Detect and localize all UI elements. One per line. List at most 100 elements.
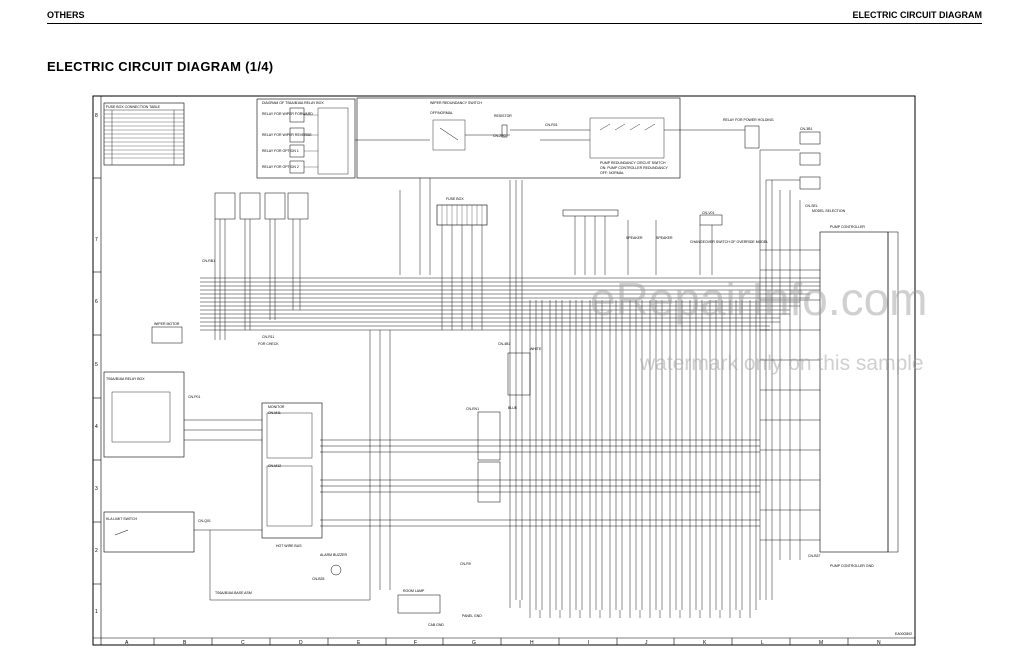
grid-row-label: 8 [95, 113, 98, 119]
svg-text:TS6A/B16A RELAY BOX: TS6A/B16A RELAY BOX [106, 377, 145, 381]
svg-text:CHANGEOVER SWITCH OF OVERRIDE: CHANGEOVER SWITCH OF OVERRIDE MODEL [690, 240, 768, 244]
grid-column-label: J [645, 640, 648, 646]
svg-text:BLUE: BLUE [508, 406, 518, 410]
pump-controller: PUMP CONTROLLER PUMP CONTROLLER GND [819, 225, 899, 568]
header-rule [47, 23, 982, 24]
alarm-buzzer: ALARM BUZZER [320, 553, 348, 576]
monitor: MONITOR HOT WIRE BUS [261, 402, 323, 548]
grid-row-label: 5 [95, 362, 98, 368]
speaker-group: SPEAKER SPEAKER CHANGEOVER SWITCH OF OVE… [562, 209, 768, 244]
grid-column-label: E [357, 640, 361, 646]
grid-column-label: K [703, 640, 707, 646]
wiper-motor: WIPER MOTOR [151, 322, 183, 344]
wiper-redundancy-switch: WIPER REDUNDANCY SWITCH OFF/NORMAL [430, 101, 482, 151]
figure-number: EA00G892 [895, 632, 912, 636]
svg-text:RELAY FOR POWER HOLDING: RELAY FOR POWER HOLDING [723, 118, 774, 122]
resistor: RESISTOR [494, 114, 512, 138]
connector-white: WHITE [507, 347, 542, 396]
relay-group [214, 192, 309, 220]
page-title: ELECTRIC CIRCUIT DIAGRAM (1/4) [47, 59, 274, 74]
for-check-label: FOR CHECK [258, 342, 279, 346]
svg-text:RELAY FOR WIPER REVERSE: RELAY FOR WIPER REVERSE [262, 133, 312, 137]
svg-text:CAB GND: CAB GND [428, 623, 444, 627]
relay-box-diagram: DIAGRAM OF TS6A/B16A RELAY BOX RELAY FOR… [256, 98, 356, 179]
svg-text:WIPER MOTOR: WIPER MOTOR [154, 322, 180, 326]
svg-text:ON: PUMP CONTROLLER REDUNDANCY: ON: PUMP CONTROLLER REDUNDANCY [600, 166, 668, 170]
grid-column-label: H [530, 640, 534, 646]
relay-box-left: TS6A/B16A RELAY BOX [103, 371, 185, 458]
kla-limit-switch: KLA LIMIT SWITCH [103, 511, 195, 553]
grid-row-label: 6 [95, 299, 98, 305]
fuse-box-connection-table: FUSE BOX CONNECTION TABLE [103, 102, 185, 166]
connector-tag: CN-V01 [702, 211, 715, 215]
connector-tag: CN-EN1 [466, 407, 479, 411]
svg-text:RESISTOR: RESISTOR [494, 114, 512, 118]
document-title-header: ELECTRIC CIRCUIT DIAGRAM [852, 10, 983, 20]
grid-column-label: L [761, 640, 764, 646]
connector-tags: CN-RB1 CN-ZF0 CN-R01 CN-4B1 CN-EN1 CN-SE… [188, 123, 821, 581]
connector-tag: CN-M11 [268, 411, 281, 415]
connector-tag: CN-Q01 [198, 519, 211, 523]
model-selection-label: MODEL SELECTION [812, 209, 846, 213]
connector-blue: BLUE [477, 406, 518, 503]
svg-text:RELAY FOR OPTION 1: RELAY FOR OPTION 1 [262, 149, 299, 153]
grid-row-labels: 8 7 6 5 4 3 2 1 [93, 113, 101, 615]
grid-column-label: A [125, 640, 129, 646]
connector-tag: CN-RB1 [202, 259, 215, 263]
connector-tag: CN-B35 [312, 577, 325, 581]
connector-tag: CN-SEL [805, 204, 818, 208]
pump-redundancy-switch: PUMP REDUNDANCY CIRCUIT SWITCH ON: PUMP … [589, 117, 668, 175]
svg-text:PUMP CONTROLLER GND: PUMP CONTROLLER GND [830, 564, 874, 568]
grid-column-label: B [183, 640, 187, 646]
svg-text:RELAY FOR OPTION 2: RELAY FOR OPTION 2 [262, 165, 299, 169]
diagram-frame [92, 95, 916, 646]
grid-column-label: C [241, 640, 245, 646]
svg-text:HOT WIRE BUS: HOT WIRE BUS [276, 544, 302, 548]
connector-tag: CN-R01 [545, 123, 558, 127]
grid-column-label: M [819, 640, 823, 646]
connector-tag: CN-P01 [188, 395, 201, 399]
grid-row-label: 7 [95, 237, 98, 243]
connector-tag: CN-4B1 [498, 342, 511, 346]
base-asm-label: TS6A/B16A BASE ASM [215, 591, 252, 595]
svg-text:FUSE BOX CONNECTION TABLE: FUSE BOX CONNECTION TABLE [106, 105, 161, 109]
svg-text:OFF: NORMAL: OFF: NORMAL [600, 171, 624, 175]
power-holding-relay: RELAY FOR POWER HOLDING [723, 118, 821, 190]
svg-text:MONITOR: MONITOR [268, 405, 285, 409]
grid-column-label: I [588, 640, 589, 646]
svg-text:SPEAKER: SPEAKER [626, 236, 643, 240]
grid-column-label: N [877, 640, 881, 646]
grid-column-label: G [472, 640, 476, 646]
grid-row-label: 3 [95, 486, 98, 492]
wiring-harness [184, 129, 820, 618]
svg-text:PANEL GND: PANEL GND [462, 614, 482, 618]
svg-text:RELAY FOR WIPER FORWARD: RELAY FOR WIPER FORWARD [262, 112, 313, 116]
svg-text:OFF/NORMAL: OFF/NORMAL [430, 111, 453, 115]
svg-text:KLA LIMIT SWITCH: KLA LIMIT SWITCH [106, 517, 138, 521]
svg-text:SPEAKER: SPEAKER [656, 236, 673, 240]
grid-column-label: D [299, 640, 303, 646]
svg-text:ALARM BUZZER: ALARM BUZZER [320, 553, 348, 557]
svg-text:DIAGRAM OF TS6A/B16A RELAY BOX: DIAGRAM OF TS6A/B16A RELAY BOX [262, 101, 324, 105]
svg-text:PUMP CONTROLLER: PUMP CONTROLLER [830, 225, 865, 229]
connector-tag: CN-ZF0 [493, 134, 505, 138]
svg-text:WIPER REDUNDANCY SWITCH: WIPER REDUNDANCY SWITCH [430, 101, 482, 105]
connector-tag: CN-R9 [460, 562, 471, 566]
grid-row-label: 1 [95, 609, 98, 615]
connector-tag: CN-M12 [268, 464, 281, 468]
svg-text:ROOM LAMP: ROOM LAMP [403, 589, 425, 593]
grid-row-label: 2 [95, 548, 98, 554]
watermark-site: eRepairInfo.com [590, 273, 928, 325]
connector-tag: CN-B37 [808, 554, 821, 558]
connector-tag: CN-R11 [262, 335, 274, 339]
grid-column-label: F [414, 640, 417, 646]
svg-text:PUMP REDUNDANCY CIRCUIT SWITCH: PUMP REDUNDANCY CIRCUIT SWITCH [600, 161, 666, 165]
connector-tag: CN-3B1 [800, 127, 813, 131]
room-lamp: ROOM LAMP CAB GND PANEL GND [397, 589, 482, 627]
fuse-box: FUSE BOX [436, 197, 488, 226]
grid-column-labels: A B C D E F G H I J K L M N [125, 638, 881, 646]
watermark-note: watermark only on this sample [640, 352, 924, 375]
grid-row-label: 4 [95, 424, 98, 430]
section-header: OTHERS [47, 10, 85, 20]
